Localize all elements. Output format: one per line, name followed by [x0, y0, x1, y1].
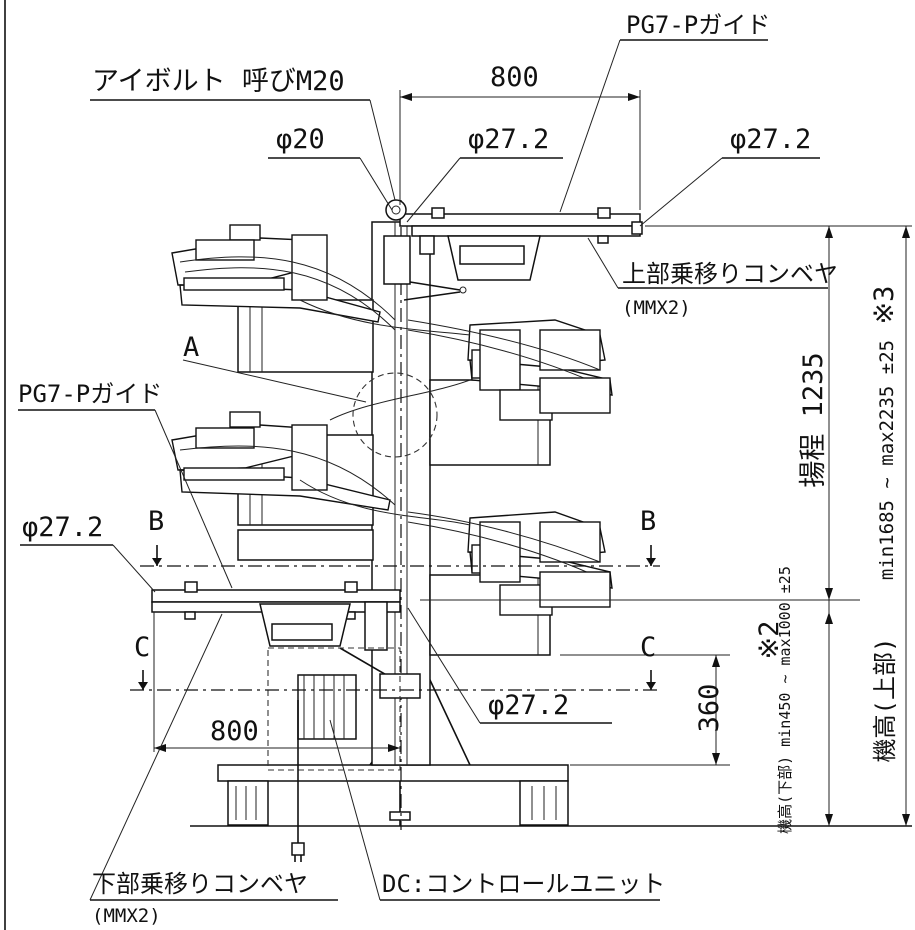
upper-conveyor-label: 上部乗移りコンベヤ	[622, 260, 838, 288]
spiral-right-upper	[407, 319, 613, 466]
eyebolt	[385, 199, 407, 221]
phi27-top-right-label: φ27.2	[730, 124, 811, 155]
phi27-top-left-label: φ27.2	[468, 124, 549, 155]
lower-transfer-conveyor	[151, 581, 421, 699]
lower-conveyor-model: (MMX2)	[92, 905, 161, 927]
section-b-left: B	[148, 506, 164, 537]
eyebolt-label: アイボルト 呼びM20	[92, 66, 345, 97]
dim-bottom-label: 800	[210, 716, 259, 747]
leader-lines	[18, 39, 828, 901]
base-beam	[217, 764, 569, 782]
spiral-left-middle	[171, 411, 396, 561]
phi27-bottom-label: φ27.2	[488, 690, 569, 721]
spiral-left-upper	[171, 224, 396, 373]
note2-label: ※2	[754, 621, 785, 660]
phi27-left-label: φ27.2	[22, 512, 103, 543]
height-lower-label: 機高(下部) min450 ~ max1000 ±25	[776, 566, 794, 834]
section-c-left: C	[134, 632, 150, 663]
section-b-right: B	[640, 506, 656, 537]
lower-conveyor-label: 下部乗移りコンベヤ	[92, 870, 308, 898]
control-unit	[267, 647, 401, 862]
height-range-label: min1685 ~ max2235 ±25	[876, 340, 898, 580]
base-foot-left	[227, 780, 269, 826]
spiral-right-lower	[407, 511, 613, 656]
control-unit-label: DC:コントロールユニット	[382, 870, 665, 898]
note3-label: ※3	[869, 286, 900, 325]
guide-left-label: PG7-Pガイド	[18, 380, 162, 408]
detail-a-label: A	[183, 332, 199, 363]
section-c-right: C	[640, 632, 656, 663]
upper-transfer-conveyor	[383, 199, 643, 301]
dim-360-label: 360	[694, 684, 725, 733]
dim-top-label: 800	[490, 62, 539, 93]
height-upper-label: 機高(上部)	[871, 638, 899, 763]
upper-conveyor-model: (MMX2)	[622, 297, 691, 319]
lift-label: 揚程 1235	[798, 352, 829, 487]
guide-top-label: PG7-Pガイド	[626, 11, 770, 39]
phi20-label: φ20	[276, 124, 325, 155]
section-lines	[130, 545, 660, 691]
detail-a-circle	[352, 372, 438, 458]
dimension-lines	[153, 90, 912, 826]
